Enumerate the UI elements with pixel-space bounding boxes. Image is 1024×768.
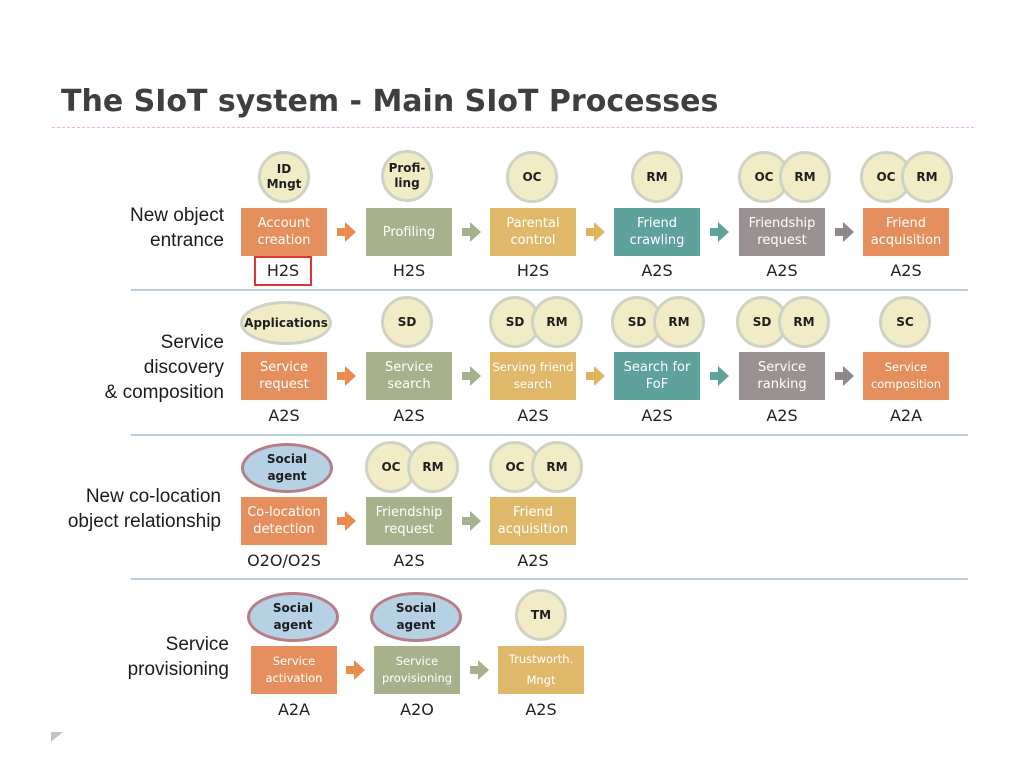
tm-badge: TM	[515, 589, 567, 641]
interaction-type-tag: A2S	[641, 261, 673, 280]
interaction-type-tag: A2O	[400, 700, 434, 719]
rm-badge: RM	[653, 296, 705, 348]
interaction-type-tag: A2A	[889, 406, 923, 425]
rm-badge: RM	[778, 296, 830, 348]
row-label: New object entrance	[130, 205, 224, 251]
slide-corner-marker	[51, 732, 63, 742]
row-label: Service provisioning	[127, 634, 229, 680]
rm-badge: RM	[631, 151, 683, 203]
interaction-type-tag: A2S	[517, 551, 549, 570]
interaction-type-tag: O2O/O2S	[247, 551, 321, 570]
rm-badge: RM	[779, 151, 831, 203]
interaction-type-tag: A2S	[393, 551, 425, 570]
applications-badge: Applications	[240, 301, 332, 345]
interaction-type-tag: A2S	[766, 406, 798, 425]
interaction-type-tag: A2S	[268, 406, 300, 425]
rm-badge: RM	[901, 151, 953, 203]
profiling-process: Profiling	[366, 208, 452, 256]
sc-badge: SC	[879, 296, 931, 348]
sd-badge: SD	[381, 296, 433, 348]
interaction-type-tag: A2S	[890, 261, 922, 280]
rm-badge: RM	[531, 296, 583, 348]
row-label: Service discovery & composition	[104, 332, 224, 403]
profiling-badge: Profi-ling	[381, 150, 433, 202]
row-divider	[131, 289, 968, 291]
interaction-type-tag: A2S	[525, 700, 557, 719]
row-label: New co-location object relationship	[67, 486, 221, 532]
slide-title: The SIoT system - Main SIoT Processes	[61, 84, 719, 119]
title-divider	[52, 127, 974, 128]
interaction-type-tag: A2S	[766, 261, 798, 280]
interaction-type-tag: A2S	[393, 406, 425, 425]
oc-badge: OC	[506, 151, 558, 203]
row-divider	[131, 434, 968, 436]
interaction-type-tag: H2S	[516, 261, 550, 280]
interaction-type-tag: A2S	[641, 406, 673, 425]
row-divider	[131, 578, 968, 580]
interaction-type-tag: A2A	[277, 700, 311, 719]
rm-badge: RM	[531, 441, 583, 493]
interaction-type-tag: H2S	[254, 256, 312, 286]
trustworthiness-mngt-process: Trustworth.Mngt	[498, 646, 584, 694]
interaction-type-tag: A2S	[517, 406, 549, 425]
interaction-type-tag: H2S	[392, 261, 426, 280]
oc-badge: OC	[738, 151, 790, 203]
rm-badge: RM	[407, 441, 459, 493]
